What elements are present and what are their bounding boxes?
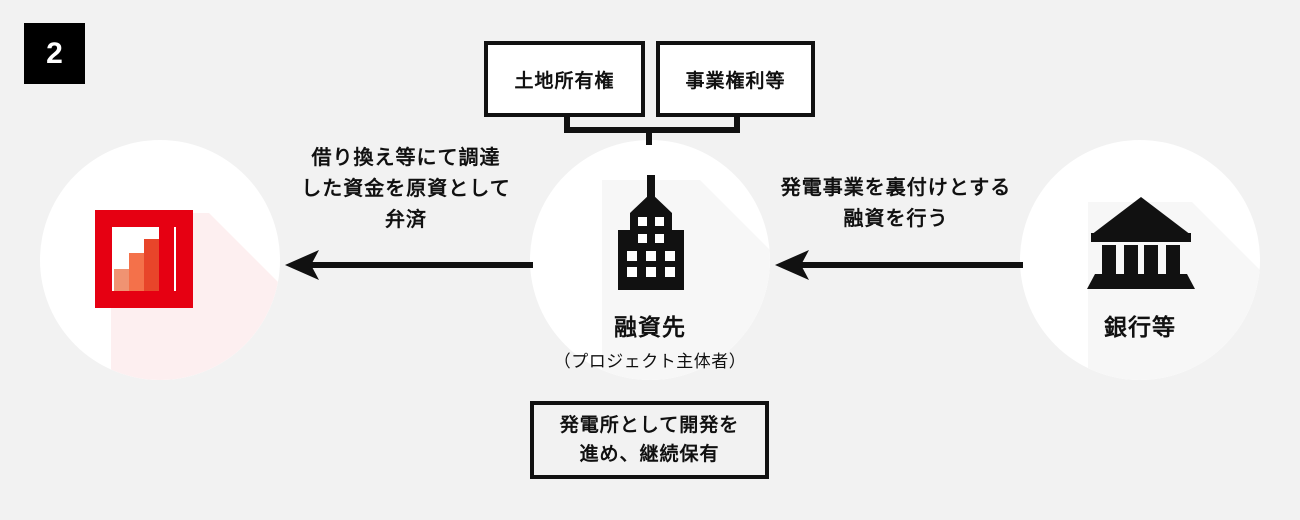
bar-chart-bars [112, 225, 176, 291]
bracket-right-stem [734, 117, 740, 131]
box-power-plant-development: 発電所として開発を 進め、継続保有 [530, 401, 769, 479]
node-circle-loan-recipient [530, 140, 770, 380]
repayment-label-line-3: 弁済 [385, 209, 427, 231]
node-title-loan-recipient: 融資先 [614, 314, 686, 340]
bracket-horizontal [564, 127, 740, 133]
loan-arrow [775, 250, 1023, 280]
office-building-icon [618, 175, 684, 290]
loan-label-line-2: 融資を行う [843, 208, 949, 230]
bracket-center-stem [646, 127, 652, 145]
bar-chart-bar-2 [129, 253, 144, 291]
loan-arrow-label: 発電事業を裏付けとする 融資を行う [762, 173, 1030, 235]
bottom-box-line-1: 発電所として開発を [559, 414, 740, 436]
repayment-label-line-2: した資金を原資として [301, 178, 511, 200]
bottom-box-line-2: 進め、継続保有 [579, 444, 720, 465]
repayment-arrow-label: 借り換え等にて調達 した資金を原資として 弁済 [272, 143, 540, 236]
bar-chart-icon [95, 210, 193, 308]
box-business-rights: 事業権利等 [656, 41, 815, 117]
repayment-arrow [285, 250, 533, 280]
bar-chart-bar-4 [159, 225, 174, 291]
box-land-ownership: 土地所有権 [484, 41, 645, 117]
loan-label-line-1: 発電事業を裏付けとする [780, 177, 1012, 199]
bracket-left-stem [564, 117, 570, 131]
step-number-badge: 2 [24, 23, 85, 84]
node-subtitle-loan-recipient: （プロジェクト主体者） [553, 352, 747, 371]
bar-chart-bar-1 [114, 269, 129, 291]
repayment-label-line-1: 借り換え等にて調達 [311, 147, 501, 169]
node-circle-borrower [40, 140, 280, 380]
bar-chart-bar-3 [144, 239, 159, 291]
node-title-bank: 銀行等 [1104, 314, 1176, 340]
node-circle-bank [1020, 140, 1260, 380]
bank-icon [1087, 197, 1195, 289]
